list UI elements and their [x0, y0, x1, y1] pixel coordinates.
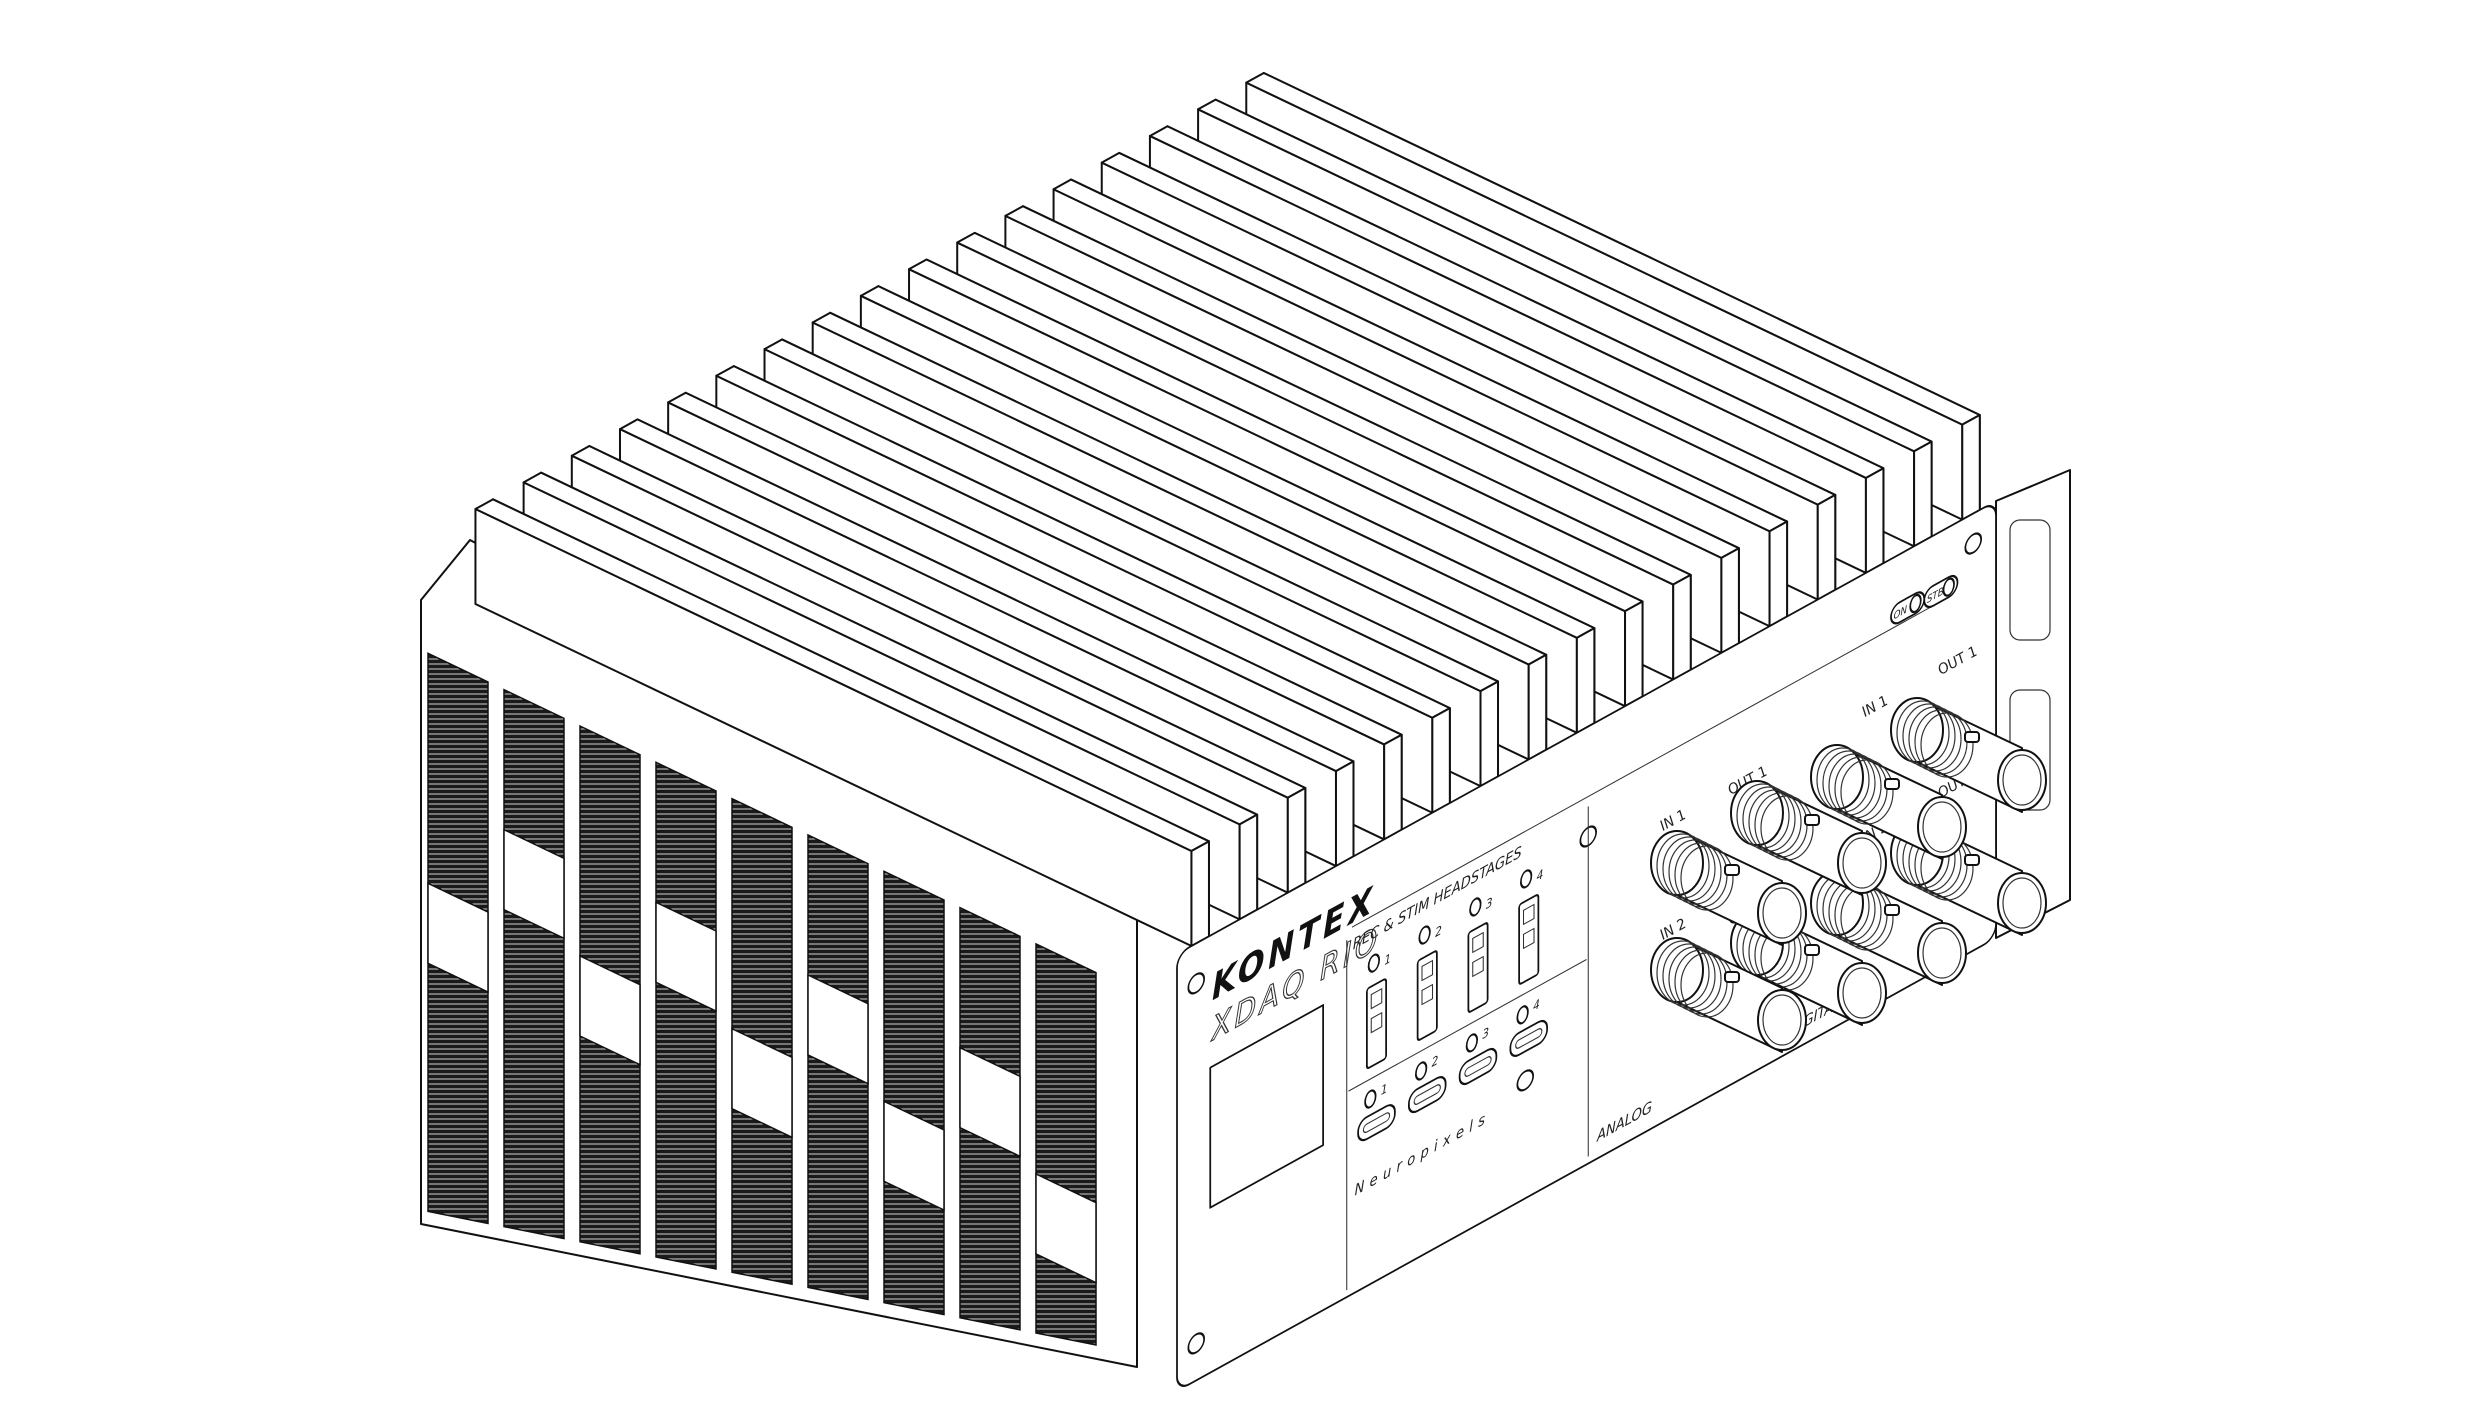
led-standby: STB [1923, 574, 1959, 609]
neuropixels-port-2[interactable]: 2 [1408, 1048, 1447, 1115]
status-led-icon [1465, 1033, 1478, 1053]
screw-icon [1516, 1069, 1534, 1092]
port-number: 2 [1435, 923, 1442, 941]
headstage-port-4[interactable]: 4 [1518, 861, 1544, 985]
bayonet-pin-icon [1724, 971, 1740, 983]
vent-blank [731, 1027, 793, 1139]
status-led-icon [1469, 897, 1482, 917]
status-led-icon [1367, 953, 1380, 973]
status-led-icon [1418, 925, 1431, 945]
port-number: 4 [1533, 996, 1540, 1014]
bnc-digital-out1[interactable] [1890, 697, 2047, 813]
display-screen [1209, 1004, 1324, 1209]
port-number: 1 [1384, 951, 1391, 969]
vent-blank [579, 954, 641, 1066]
vent-slot-column [655, 761, 717, 1270]
front-panel-plate [1176, 505, 1997, 1387]
vent-blank [959, 1046, 1021, 1158]
heatsink-fin [474, 498, 1210, 948]
vent-blank [427, 882, 489, 994]
bnc-analog-in2[interactable] [1650, 937, 1807, 1053]
bayonet-pin-icon [1964, 854, 1980, 866]
vent-blank [1035, 1172, 1097, 1284]
bayonet-pin-icon [1804, 944, 1820, 956]
bnc-analog-in1[interactable] [1650, 830, 1807, 946]
bayonet-pin-icon [1964, 731, 1980, 743]
status-led-icon [1516, 1005, 1529, 1025]
port-number: 2 [1432, 1052, 1439, 1070]
screw-icon [1187, 972, 1205, 995]
neuropixels-port-4[interactable]: 4 [1509, 992, 1548, 1059]
bayonet-pin-icon [1884, 904, 1900, 916]
vent-slot-column [503, 688, 565, 1240]
vent-slot-column [731, 797, 793, 1286]
screw-icon [1187, 1332, 1205, 1355]
vent-slot-column [1035, 942, 1097, 1346]
bayonet-pin-icon [1724, 864, 1740, 876]
headstage-port-1[interactable]: 1 [1366, 946, 1391, 1069]
vent-slot-column [883, 870, 945, 1316]
bayonet-pin-icon [1804, 814, 1820, 826]
led-icon [1909, 593, 1922, 614]
heatsink-fins [474, 71, 1981, 948]
vent-blank [655, 901, 717, 1013]
headstage-port-2[interactable]: 2 [1416, 918, 1442, 1041]
status-led-icon [1520, 869, 1533, 889]
headstage-port-3[interactable]: 3 [1467, 889, 1493, 1013]
bnc-digital-in1[interactable] [1810, 744, 1967, 860]
bnc-analog-out1[interactable] [1730, 780, 1887, 896]
vent-blank [883, 1100, 945, 1212]
port-number: 1 [1381, 1081, 1388, 1099]
bayonet-pin-icon [1884, 778, 1900, 790]
status-led-icon [1415, 1061, 1428, 1081]
led-icon [1942, 577, 1955, 597]
port-number: 3 [1486, 894, 1493, 912]
left-side-vent-panel [420, 539, 1138, 1368]
status-led-icon [1364, 1089, 1377, 1109]
neuropixels-port-1[interactable]: 1 [1357, 1076, 1396, 1143]
vent-blank [503, 828, 565, 940]
screw-icon [1964, 532, 1982, 555]
vent-blank [807, 973, 869, 1085]
port-number: 3 [1482, 1024, 1489, 1042]
neuropixels-port-3[interactable]: 3 [1458, 1020, 1498, 1087]
port-number: 4 [1537, 866, 1544, 884]
